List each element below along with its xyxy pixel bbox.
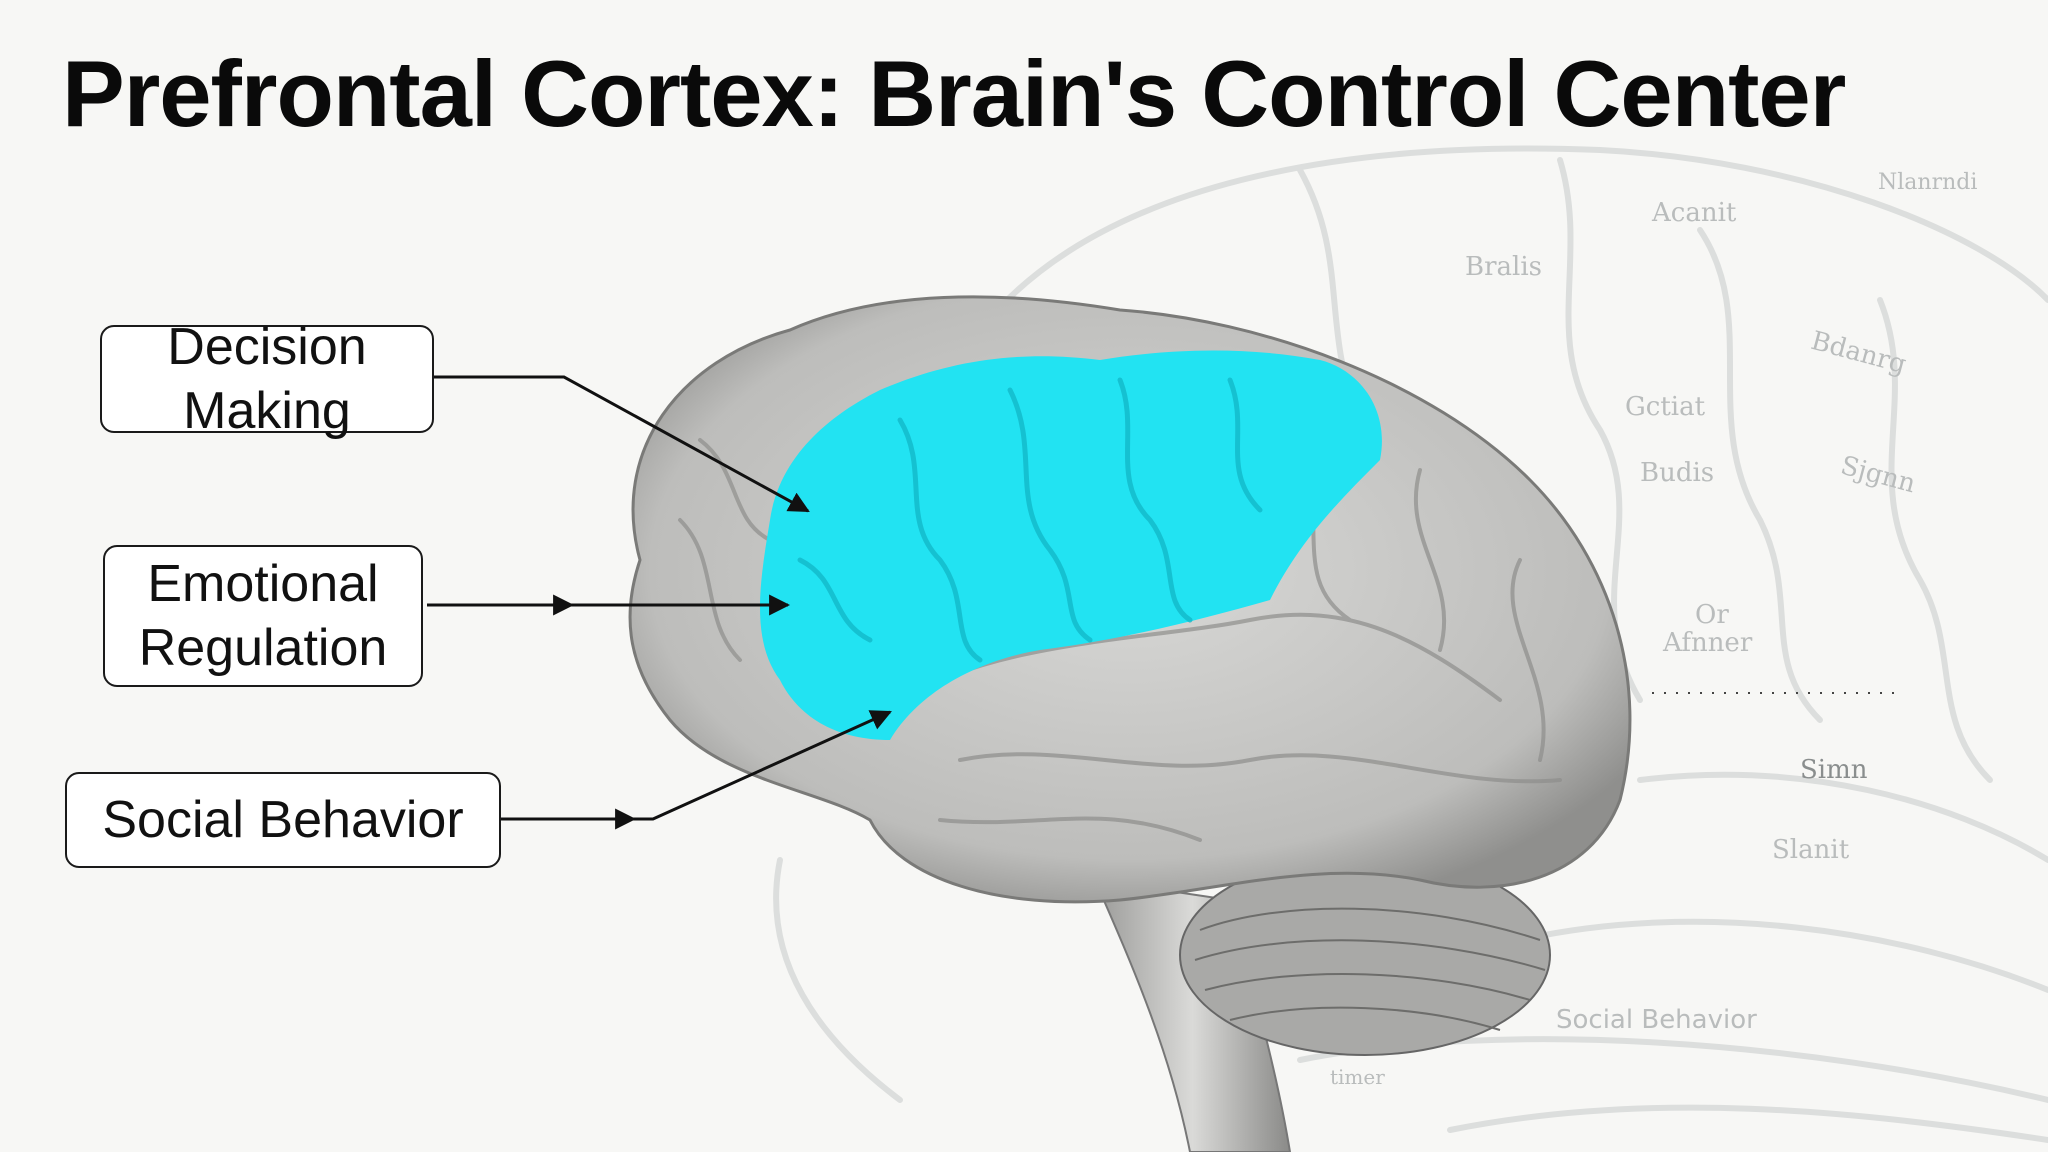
prefrontal-cortex-highlight — [760, 350, 1382, 740]
faint-label: Acanit — [1652, 198, 1737, 228]
faint-label: Budis — [1640, 458, 1715, 488]
label-line: Decision — [167, 318, 367, 376]
faint-label: Simn — [1800, 755, 1868, 785]
label-line: Regulation — [138, 619, 388, 677]
page-title: Prefrontal Cortex: Brain's Control Cente… — [62, 41, 1846, 146]
cerebellum — [1179, 854, 1551, 1056]
faint-label: Gctiat — [1625, 392, 1706, 422]
faint-label: Social Behavior — [1556, 1005, 1757, 1035]
faint-background-brain — [773, 145, 2048, 1143]
label-emotional-regulation: Emotional Regulation — [103, 545, 423, 687]
label-line: Emotional — [147, 555, 379, 613]
label-line: Social Behavior — [102, 791, 464, 849]
faint-label: Nlanrndi — [1878, 170, 1978, 195]
faint-label: Afnner — [1663, 628, 1753, 658]
label-social-behavior: Social Behavior — [65, 772, 501, 868]
faint-label: Or — [1695, 600, 1729, 630]
faint-label: timer — [1330, 1065, 1385, 1089]
label-decision-making: Decision Making — [100, 318, 434, 440]
faint-label: Bralis — [1465, 252, 1543, 282]
arrows — [427, 375, 892, 830]
faint-label: Slanit — [1772, 835, 1850, 865]
label-line: Making — [183, 382, 351, 440]
highlight-folds — [797, 377, 1263, 663]
arrow-decision-making — [431, 375, 810, 513]
